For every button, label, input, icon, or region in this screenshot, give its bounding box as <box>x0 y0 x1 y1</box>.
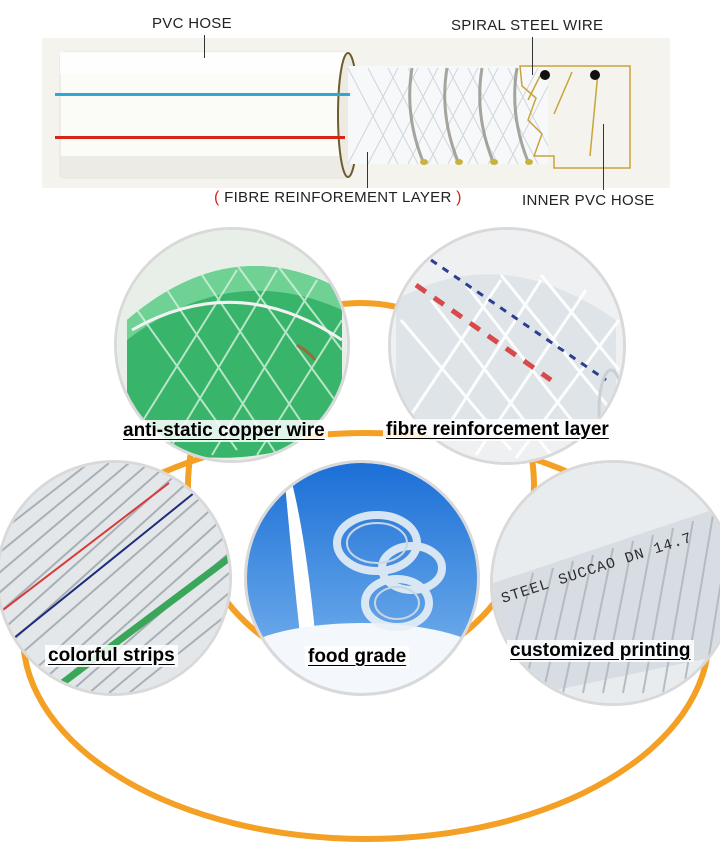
red-strip <box>0 482 170 614</box>
label-pvc-hose: PVC HOSE <box>152 15 232 32</box>
red-strip <box>414 282 553 383</box>
fibre-mesh-layer <box>347 66 549 165</box>
caption-colorful-strips: colorful strips <box>45 645 178 667</box>
hose-cutaway-illustration <box>59 51 631 179</box>
milk-stream <box>285 483 317 653</box>
caption-food-grade: food grade <box>305 646 410 668</box>
pointer-inner-pvc-hose <box>603 124 604 190</box>
photo-customized-printing: STEEL SUCCAO DN 14.7 <box>490 460 720 706</box>
spiral-steel-wire <box>408 67 531 165</box>
wire-cross-section-dot <box>540 70 550 80</box>
clear-hose-rings <box>333 511 446 631</box>
pointer-pvc-hose <box>204 35 205 58</box>
copper-wire-end <box>296 343 317 361</box>
blue-stripe <box>55 93 350 96</box>
label-spiral-steel-wire: SPIRAL STEEL WIRE <box>451 17 604 34</box>
blue-strip <box>13 492 195 639</box>
paren-open: ( <box>214 189 220 206</box>
caption-anti-static-copper-wire: anti-static copper wire <box>120 420 328 442</box>
red-stripe <box>55 136 345 139</box>
pointer-spiral-steel-wire <box>532 37 533 75</box>
inner-pvc-hose-outline <box>519 65 631 169</box>
label-fibre-layer: ( FIBRE REINFOREMENT LAYER ) <box>214 189 462 207</box>
green-strip <box>46 555 229 693</box>
printed-hose-photo: STEEL SUCCAO DN 14.7 <box>493 463 720 703</box>
wire-cross-section-dot <box>590 70 600 80</box>
label-inner-pvc-hose: INNER PVC HOSE <box>522 192 655 209</box>
caption-fibre-reinforcement-layer: fibre reinforcement layer <box>383 419 612 441</box>
label-fibre-layer-text: FIBRE REINFOREMENT LAYER <box>224 189 452 206</box>
paren-close: ) <box>456 189 462 206</box>
pointer-fibre-layer <box>367 152 368 188</box>
caption-customized-printing: customized printing <box>507 640 694 662</box>
